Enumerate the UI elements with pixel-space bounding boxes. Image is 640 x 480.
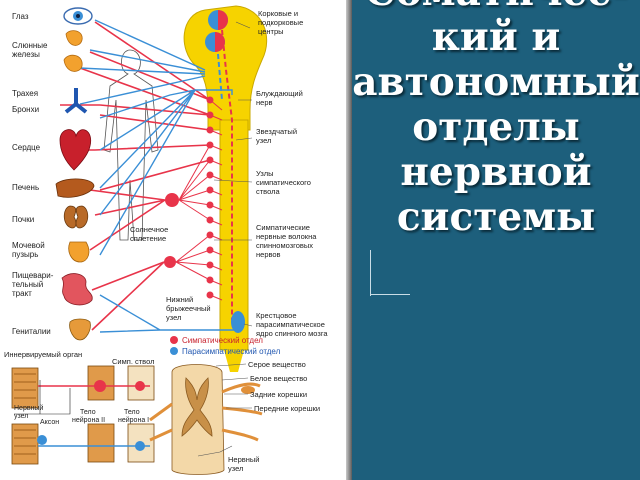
- mesenteric-ganglion: [164, 234, 211, 281]
- intestine-icon: [61, 273, 93, 306]
- corner-rule-horizontal: [370, 294, 410, 295]
- bladder-icon: [68, 241, 90, 263]
- trachea-icon: [64, 88, 88, 114]
- parasympathetic-nerves: [79, 19, 236, 333]
- legend-sympathetic-label: Симпатический отдел: [182, 336, 263, 345]
- heart-icon: [59, 129, 92, 171]
- label-eye: Глаз: [12, 12, 29, 21]
- eye-icon: [63, 7, 93, 25]
- label-heart: Сердце: [12, 143, 41, 152]
- legend-parasympathetic-label: Парасимпатический отдел: [182, 347, 281, 356]
- label-kidney: Почки: [12, 215, 34, 224]
- legend-sympathetic-marker: [170, 336, 178, 344]
- label-sympathetic-trunk-short: Симп. ствол: [112, 357, 154, 366]
- label-liver: Печень: [12, 183, 39, 192]
- label-innervated-organ: Иннервируемый орган: [4, 350, 82, 359]
- label-genitals: Гениталии: [12, 327, 51, 336]
- label-gray-matter: Серое вещество: [248, 360, 306, 369]
- genitals-icon: [69, 318, 91, 341]
- sympathetic-nerves: [60, 21, 211, 331]
- sacral-nucleus: [231, 311, 245, 333]
- brain-nuclei: [205, 10, 228, 52]
- label-bronchi: Бронхи: [12, 105, 39, 114]
- liver-icon: [55, 178, 95, 198]
- solar-plexus: [165, 144, 211, 221]
- label-axon: Аксон: [40, 419, 59, 426]
- slide-title: Соматичес-кий и автономный отделы нервно…: [352, 0, 640, 240]
- kidney-icon: [63, 205, 89, 229]
- spinal-cord: [183, 5, 268, 372]
- title-panel: Соматичес-кий и автономный отделы нервно…: [346, 0, 640, 480]
- salivary-gland-icon: [63, 30, 83, 72]
- panel-edge-shadow: [346, 0, 352, 480]
- spinal-cord-section: Серое вещество Белое вещество Задние кор…: [149, 360, 320, 475]
- corner-rule-vertical: [370, 250, 371, 296]
- label-dorsal-roots: Задние корешки: [250, 390, 307, 399]
- legend-parasympathetic-marker: [170, 347, 178, 355]
- label-trachea: Трахея: [12, 89, 38, 98]
- legend: Симпатический отдел Парасимпатический от…: [170, 336, 281, 356]
- slide-title-text: Соматичес-кий и автономный отделы нервно…: [352, 0, 640, 240]
- label-white-matter: Белое вещество: [250, 374, 307, 383]
- label-ventral-roots: Передние корешки: [254, 404, 320, 413]
